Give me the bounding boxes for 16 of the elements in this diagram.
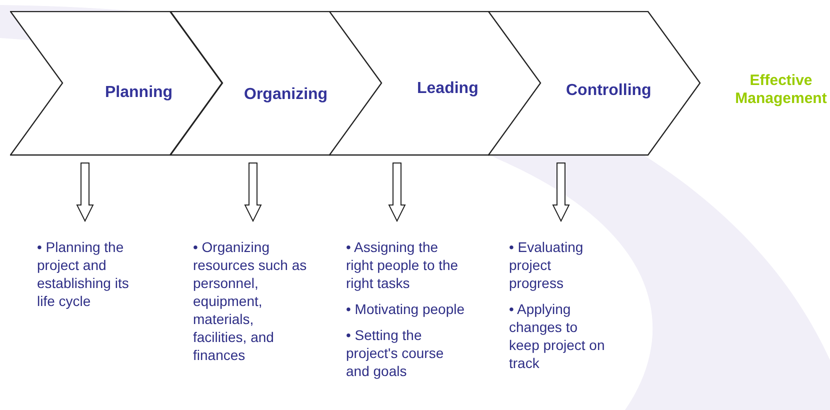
block-arrow xyxy=(552,162,570,222)
bullet-text: • Planning the project and establishing its life cycle xyxy=(37,238,130,310)
block-arrow xyxy=(244,162,262,222)
block-arrow xyxy=(76,162,94,222)
outcome-label: Effective Management xyxy=(734,72,828,108)
step-label: Controlling xyxy=(566,82,652,100)
step-label: Organizing xyxy=(244,86,328,104)
bullet-text: • Organizing resources such as personnel, equipment, materials, facilities, and finances xyxy=(193,238,308,364)
step-label: Leading xyxy=(417,80,478,98)
block-arrow xyxy=(388,162,406,222)
bullet-text: • Motivating people xyxy=(346,300,466,318)
bullet-text: • Evaluating project progress xyxy=(509,238,584,292)
bullet-text: • Setting the project's course and goals xyxy=(346,326,445,380)
step-label: Planning xyxy=(105,84,173,102)
bullet-text: • Applying changes to keep project on track xyxy=(509,300,606,372)
bullet-text: • Assigning the right people to the right tasks xyxy=(346,238,460,292)
